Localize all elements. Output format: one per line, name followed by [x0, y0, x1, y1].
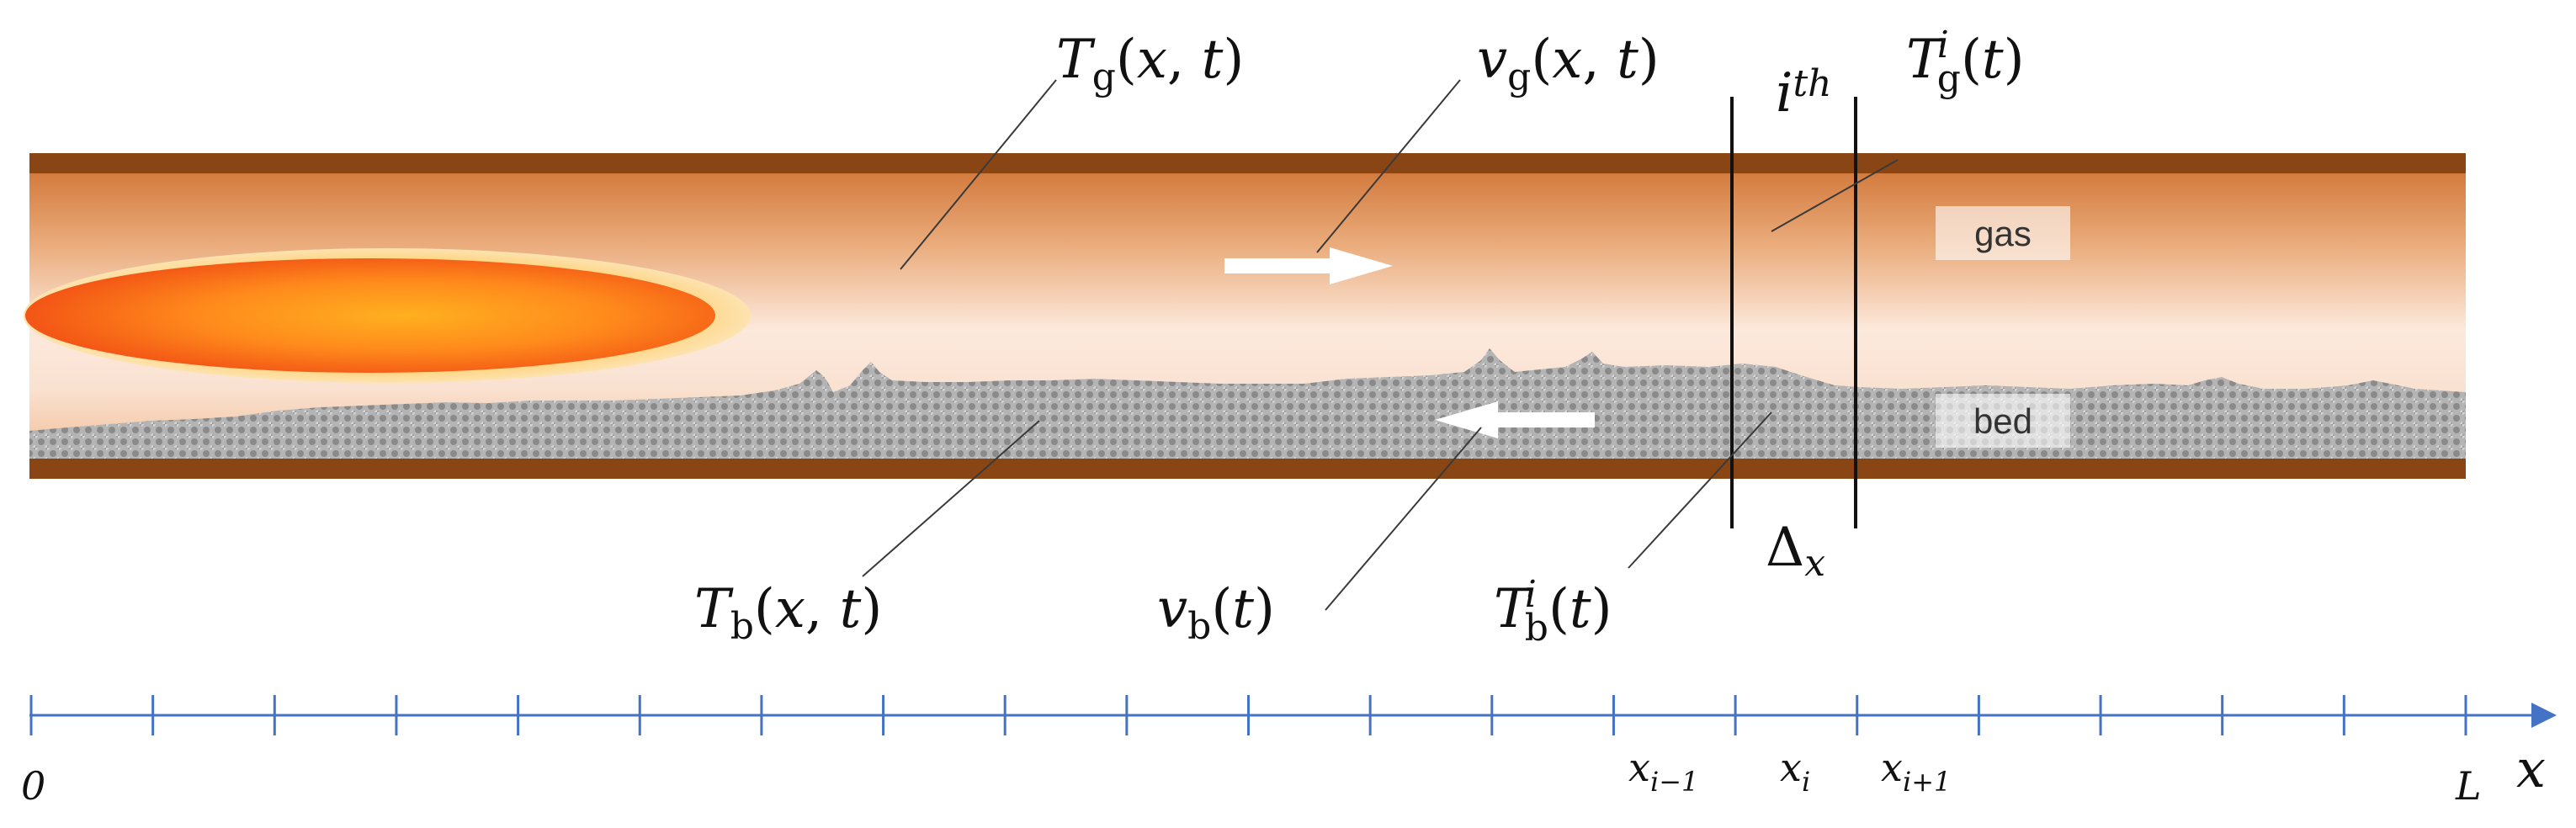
gas-flow-arrow — [1224, 247, 1393, 284]
x-axis: 0 L x xi−1 xi xi+1 — [21, 695, 2557, 809]
leader-vg — [1316, 79, 1461, 253]
bottom-wall — [29, 459, 2466, 479]
leader-vb — [1325, 427, 1482, 611]
leader-tg — [900, 79, 1057, 270]
axis-variable-label: x — [2516, 738, 2546, 799]
flame-core — [25, 258, 715, 373]
leader-tb — [862, 420, 1040, 577]
label-gas-temperature: Tg(x, t) — [1056, 29, 1244, 98]
gas-label: gas — [1974, 214, 2032, 253]
axis-origin-label: 0 — [21, 763, 45, 809]
leader-tbi — [1628, 411, 1772, 569]
label-ith: ith — [1776, 62, 1832, 125]
label-bed-temperature: Tb(x, t) — [694, 578, 882, 648]
flame-zone — [24, 248, 751, 383]
leader-tgi — [1771, 159, 1899, 232]
label-gas-velocity: vg(x, t) — [1477, 29, 1660, 98]
label-delta-x: Δx — [1766, 517, 1825, 585]
bed-label: bed — [1973, 401, 2032, 441]
label-bed-velocity: vb(t) — [1157, 578, 1275, 648]
x-axis-ticks — [29, 695, 2467, 735]
tick-label-x-im1: xi−1 — [1628, 745, 1698, 798]
axis-end-label: L — [2455, 763, 2482, 809]
tick-label-x-ip1: xi+1 — [1881, 745, 1951, 798]
bed-flow-arrow — [1435, 401, 1595, 438]
top-wall — [29, 153, 2466, 173]
tick-label-x-i: xi — [1780, 745, 1810, 798]
bed-label-box: bed — [1936, 394, 2070, 448]
gas-label-box: gas — [1936, 206, 2070, 260]
